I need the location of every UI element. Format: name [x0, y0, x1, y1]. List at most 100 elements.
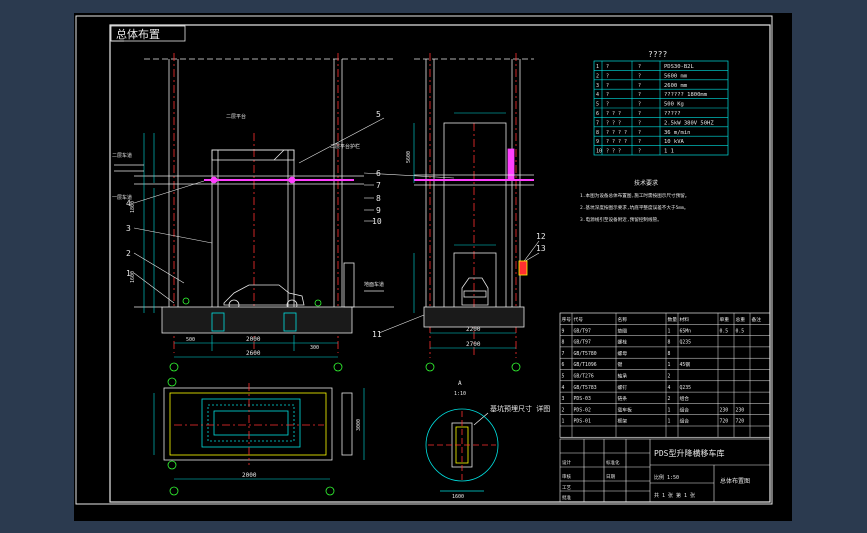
parts-cell: PDS-01 — [574, 419, 591, 425]
left-dim-inner: 2000 — [246, 336, 261, 343]
spec-row-unit: ? — [638, 102, 641, 108]
spec-row-unit: ? — [638, 92, 641, 98]
mid-dim-width: 2700 — [466, 341, 481, 348]
plan-dim-width: 2000 — [242, 472, 257, 479]
parts-cell: 0.5 — [736, 328, 745, 334]
title-block — [559, 438, 771, 503]
parts-cell: 轴承 — [618, 373, 628, 380]
left-dim-small-2: 300 — [310, 345, 319, 351]
left-dims — [143, 133, 338, 358]
middle-elevation — [414, 53, 534, 358]
parts-header-cell: 名称 — [618, 316, 628, 323]
parts-cell: PDS-03 — [574, 396, 591, 402]
parts-header-cell: 总重 — [736, 316, 746, 323]
parts-cell: 9 — [562, 328, 565, 334]
parts-cell: 螺钉 — [618, 384, 628, 391]
parts-cell: PDS-02 — [574, 407, 591, 413]
spec-row-value: 1 1 — [664, 149, 674, 155]
parts-cell: 8 — [668, 340, 671, 346]
stamp-text: 总体布置 — [116, 27, 160, 41]
spec-table-title: ???? — [648, 50, 667, 59]
title-block-sheet: 共 1 张 第 1 张 — [654, 492, 695, 499]
parts-cell: 65Mn — [680, 328, 692, 334]
title-cell-5: 标准化 — [606, 459, 620, 466]
spec-row-label: ? — [606, 83, 609, 89]
spec-row-unit: ? — [638, 120, 641, 126]
parts-cell: 3 — [562, 396, 565, 402]
spec-row-label: ? — [606, 102, 609, 108]
spec-row-value: ?????? 1800mm — [664, 92, 708, 98]
parts-cell: 1 — [668, 328, 671, 334]
parts-cell: GB/T1096 — [574, 362, 597, 368]
parts-cell: 链条 — [618, 395, 628, 402]
top-platform-label: 二层平台 — [226, 113, 246, 120]
spec-row-unit: ? — [638, 149, 641, 155]
spec-row-value: 36 m/min — [664, 130, 691, 136]
callout-6: 6 — [376, 169, 381, 178]
callout-leaders — [133, 117, 540, 334]
parts-header-cell: 备注 — [752, 316, 762, 323]
callout-5: 5 — [376, 110, 381, 119]
spec-row-unit: ? — [638, 111, 641, 117]
callout-7: 7 — [376, 181, 381, 190]
parts-cell: 6 — [562, 362, 565, 368]
callout-12: 12 — [536, 232, 546, 241]
spec-row-value: ????? — [664, 111, 681, 117]
spec-row-num: 4 — [596, 92, 599, 98]
title-block-drawing-name: 总体布置图 — [720, 477, 750, 485]
title-cell-1: 设计 — [562, 459, 571, 466]
parts-header-cell: 序号 — [562, 316, 572, 323]
left-dim-height-1: 1800 — [130, 201, 136, 213]
detail-label: 基坑预埋尺寸 详图 — [490, 404, 550, 413]
parts-cell: 8 — [668, 351, 671, 357]
spec-row-value: 5600 mm — [664, 73, 688, 79]
parts-list-frame — [559, 312, 771, 438]
parts-cell: 1 — [668, 362, 671, 368]
spec-row-label: ? — [606, 92, 609, 98]
spec-row-label: ? — [606, 73, 609, 79]
parts-cell: Q235 — [680, 385, 692, 391]
cad-drawing: 总体布置 — [75, 15, 773, 505]
parts-cell: 键 — [618, 361, 623, 368]
spec-row-label: ? ? ? ? — [606, 130, 627, 136]
title-cell-6: 日期 — [606, 474, 615, 480]
parts-header-cell: 数量 — [668, 316, 678, 323]
spec-row-num: 10 — [596, 149, 602, 155]
parts-cell: GB/T5780 — [574, 351, 597, 357]
spec-row-unit: ? — [638, 139, 641, 145]
spec-row-num: 1 — [596, 64, 599, 70]
spec-row-label: ? ? ? ? — [606, 139, 627, 145]
parts-cell: 1 — [668, 419, 671, 425]
spec-row-num: 3 — [596, 83, 599, 89]
parts-cell: 230 — [736, 407, 745, 413]
title-block-title: PDS型升降横移车库 — [654, 448, 724, 458]
spec-row-unit: ? — [638, 83, 641, 89]
parts-cell: 螺母 — [618, 350, 628, 357]
title-cell-4: 批准 — [562, 494, 571, 501]
mid-dim-inner: 2200 — [466, 326, 481, 333]
spec-row-num: 6 — [596, 111, 599, 117]
left-arrow-label-2: 一层车道 — [112, 194, 132, 201]
parts-cell: 7 — [562, 351, 565, 357]
parts-cell: 载车板 — [618, 406, 633, 413]
spec-row-value: PDS30-B2L — [664, 64, 694, 70]
spec-row-unit: ? — [638, 130, 641, 136]
plan-dims — [153, 388, 365, 480]
spec-row-label: ? ? ? — [606, 149, 621, 155]
parts-cell: 组合 — [680, 418, 690, 425]
parts-cell: GB/T97 — [574, 340, 591, 346]
drawing-border — [75, 15, 773, 505]
parts-cell: 4 — [562, 385, 565, 391]
ground-label: 地面车道 — [364, 281, 384, 288]
left-elevation — [134, 53, 394, 353]
parts-cell: 4 — [668, 385, 671, 391]
parts-cell: Q235 — [680, 340, 692, 346]
callout-9: 9 — [376, 206, 381, 215]
parts-header-cell: 材料 — [680, 316, 690, 323]
parts-cell: GB/T5783 — [574, 385, 597, 391]
section-mark: A — [458, 380, 462, 387]
callout-2: 2 — [126, 249, 131, 258]
spec-row-label: ? ? ? — [606, 111, 621, 117]
callout-4: 4 — [126, 199, 131, 208]
